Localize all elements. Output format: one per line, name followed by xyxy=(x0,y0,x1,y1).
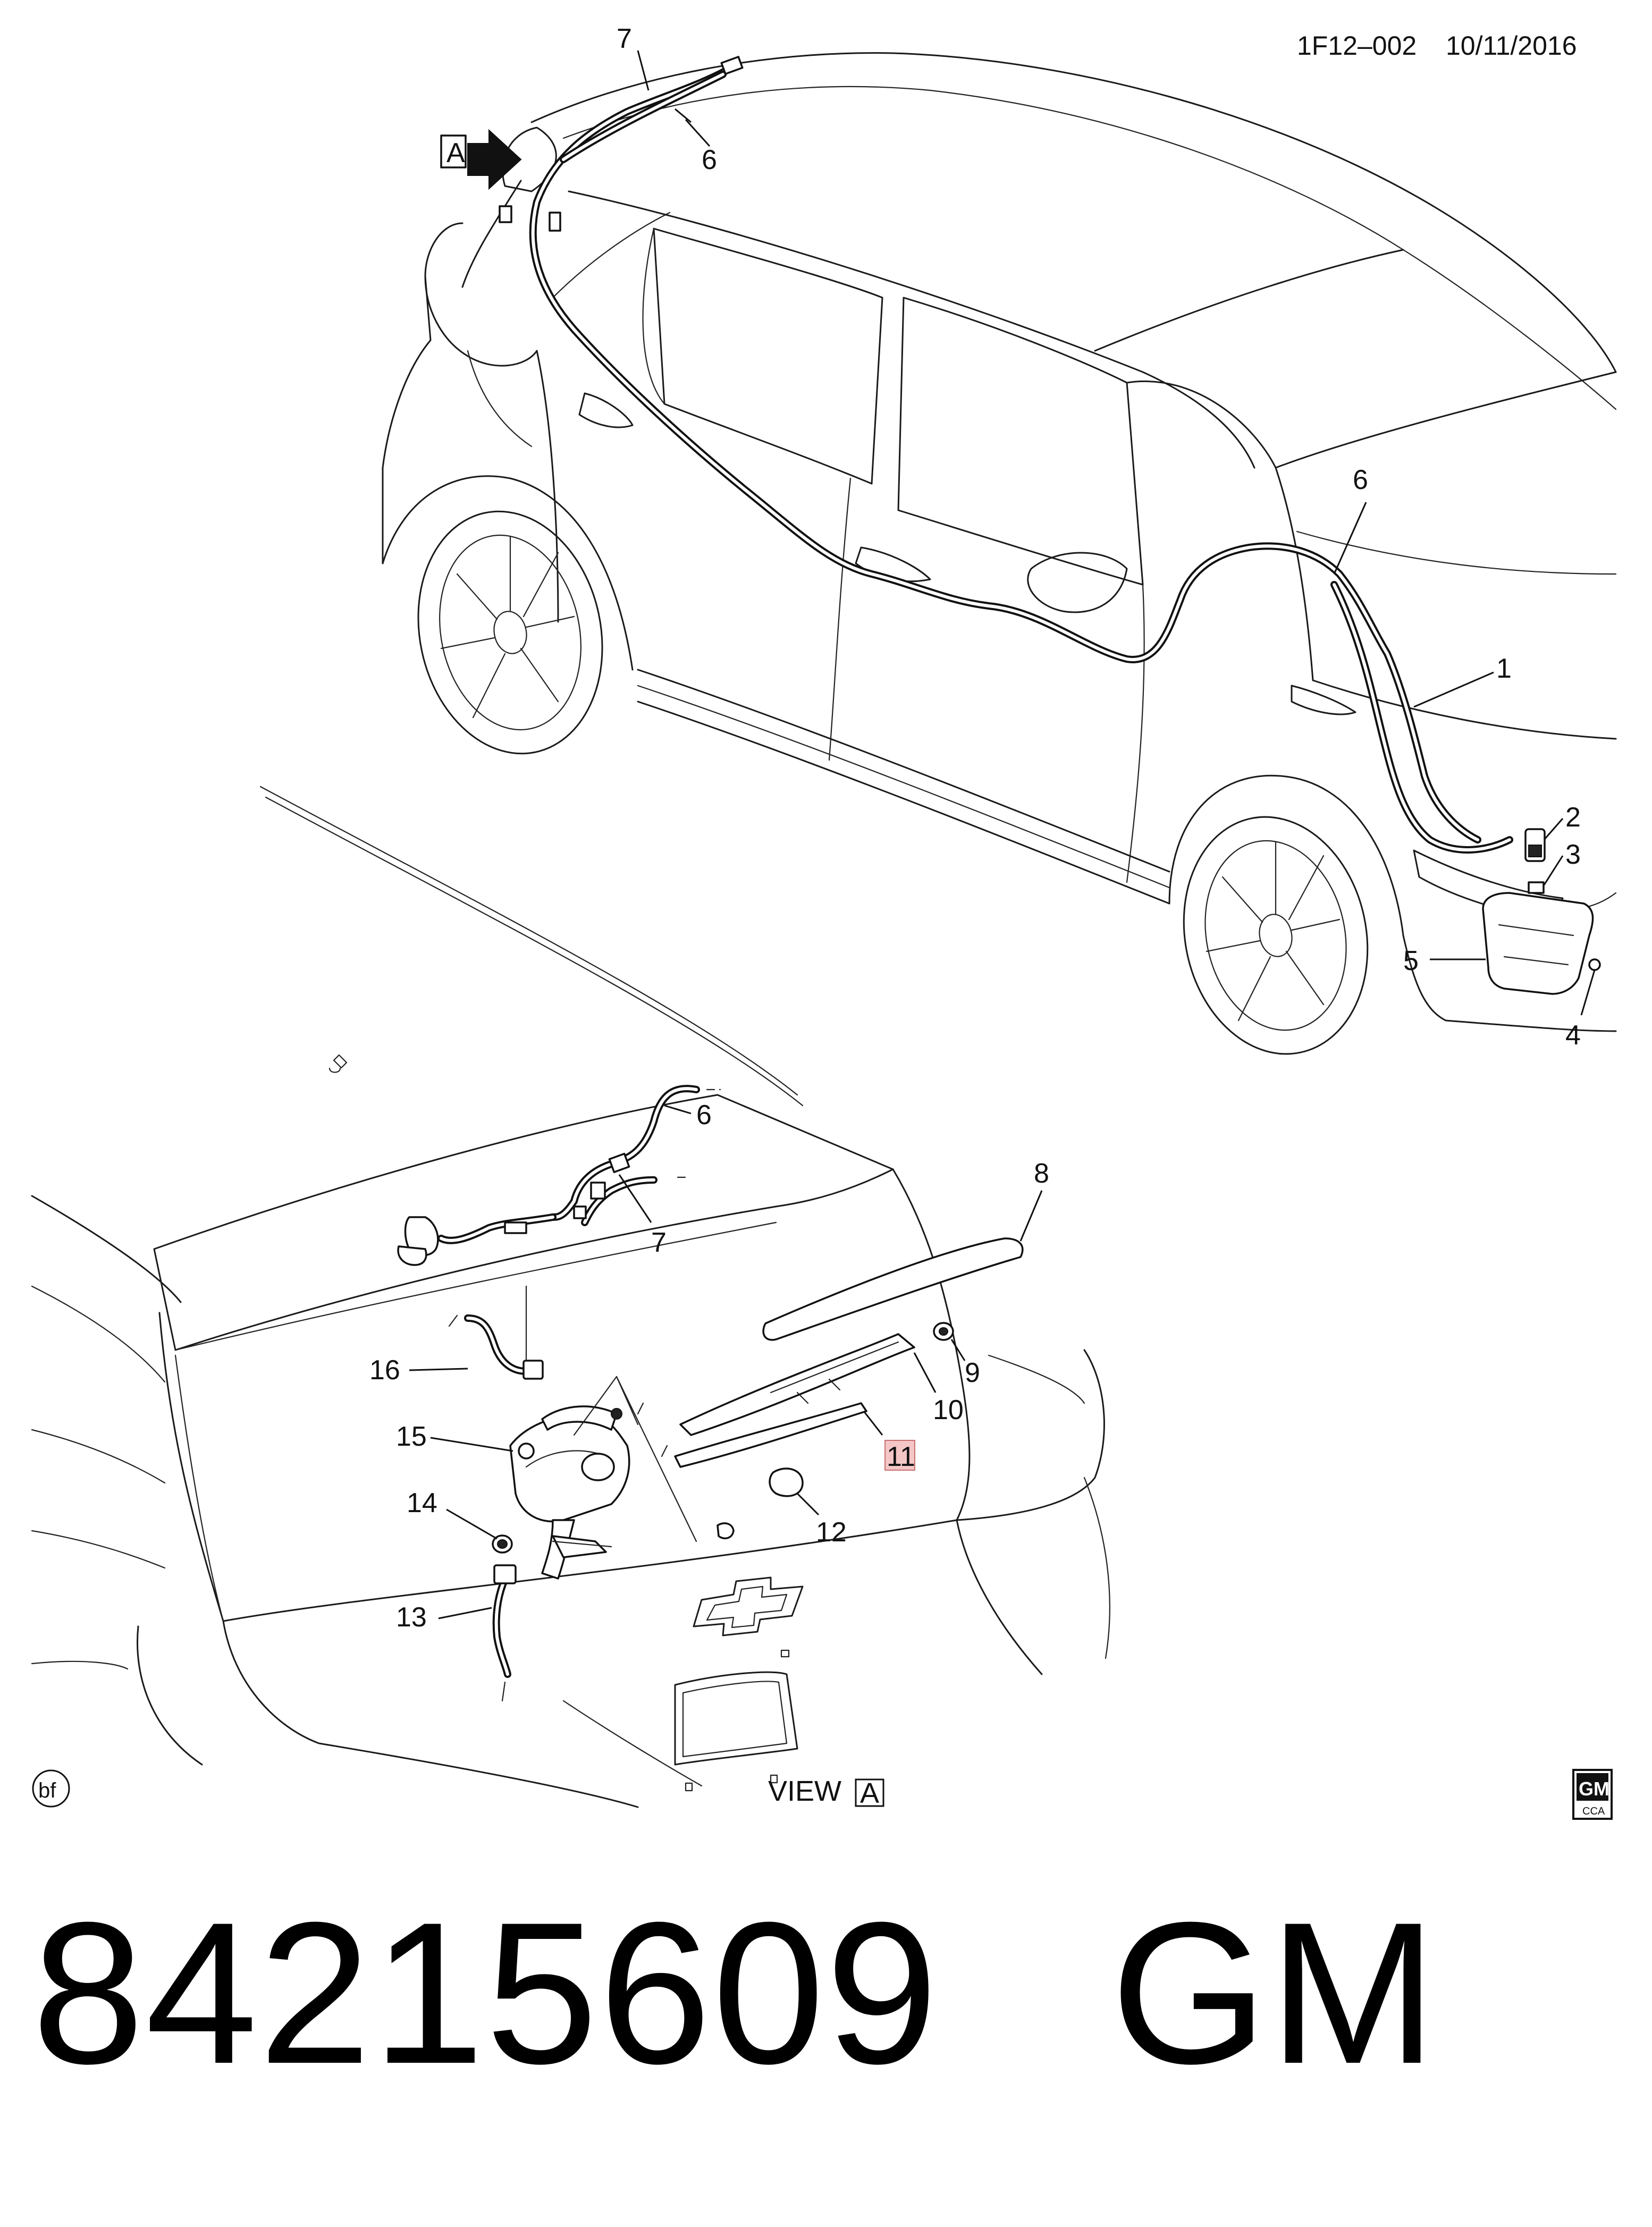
washer-reservoir-assembly xyxy=(1482,828,1601,995)
corner-mark-text: bf xyxy=(38,1779,56,1802)
callout-6-detail: 6 xyxy=(696,1100,712,1131)
callout-11-highlight xyxy=(884,1440,915,1471)
view-a-callouts: 6 7 8 9 10 11 12 15 16 14 13 xyxy=(369,1100,1049,1633)
callout-3: 3 xyxy=(1565,839,1581,870)
part-number: 84215609 xyxy=(32,1880,939,2106)
callout-13: 13 xyxy=(396,1602,427,1633)
wiper-parts xyxy=(492,1237,1024,1702)
wiper-arm-cover-8 xyxy=(762,1237,1024,1341)
callout-11: 11 xyxy=(887,1441,915,1472)
drawing-id: 1F12–002 xyxy=(1297,31,1417,61)
callout-7-roof: 7 xyxy=(617,23,632,54)
drawing-date: 10/11/2016 xyxy=(1446,31,1577,61)
view-a-callout: A xyxy=(440,129,522,190)
callout-4: 4 xyxy=(1565,1020,1581,1051)
logo-text: GM xyxy=(1579,1778,1609,1800)
corner-mark: bf xyxy=(32,1769,70,1808)
vehicle-outline xyxy=(382,52,1617,1055)
washer-hose-routing xyxy=(499,56,1513,854)
gm-logo: GM CCA xyxy=(1572,1769,1613,1820)
callout-14: 14 xyxy=(407,1488,437,1519)
logo-subtext: CCA xyxy=(1582,1806,1605,1817)
callout-8: 8 xyxy=(1034,1158,1049,1189)
view-label-letter: A xyxy=(860,1777,879,1809)
rear-hose-routing xyxy=(397,1085,721,1380)
view-a-label: VIEW A xyxy=(768,1775,884,1809)
part-number-caption: 84215609 GM xyxy=(32,1892,1438,2094)
callout-5: 5 xyxy=(1403,946,1419,976)
part-brand: GM xyxy=(1110,1880,1438,2106)
callout-letter: A xyxy=(446,138,465,168)
callout-2: 2 xyxy=(1565,802,1581,833)
callout-9: 9 xyxy=(965,1357,980,1388)
callout-1: 1 xyxy=(1496,653,1512,684)
callout-10: 10 xyxy=(933,1395,964,1425)
callout-6-roof: 6 xyxy=(702,145,717,175)
wiper-blade-11 xyxy=(674,1402,867,1468)
callout-16: 16 xyxy=(369,1355,400,1386)
callout-6-hood: 6 xyxy=(1353,465,1368,495)
callout-7-detail: 7 xyxy=(651,1227,667,1258)
callout-15: 15 xyxy=(396,1421,427,1452)
view-label-text: VIEW xyxy=(768,1775,841,1807)
cap-12 xyxy=(769,1467,804,1497)
rear-view-outline xyxy=(31,786,1110,1808)
top-view-callouts: 7 6 6 1 2 3 5 4 xyxy=(617,23,1596,1051)
callout-12: 12 xyxy=(816,1517,847,1548)
